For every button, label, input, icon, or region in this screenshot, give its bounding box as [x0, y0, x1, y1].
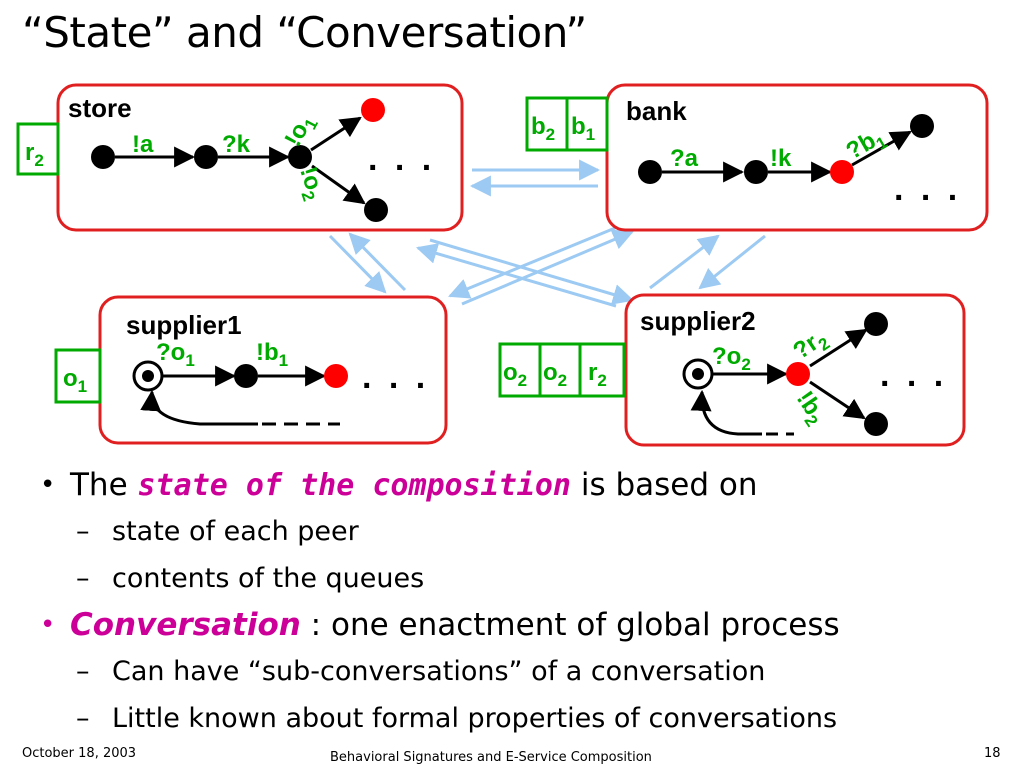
slide-title: “State” and “Conversation”: [22, 8, 587, 57]
state-node: [638, 160, 662, 184]
channel-supplier2-to-bank: [649, 234, 720, 290]
ellipsis: . . .: [362, 358, 429, 396]
channel-store-to-supplier2: [429, 238, 635, 305]
channel-arrows: [328, 159, 766, 308]
state-node-current: [324, 364, 348, 388]
peer-name-bank: bank: [626, 96, 687, 126]
peer-supplier1: supplier1 o1 ?o1 !b1 . . .: [54, 295, 448, 445]
queue-supplier1: o1: [54, 348, 102, 404]
dash-mark: –: [76, 703, 90, 734]
queue-item-b1: b: [571, 113, 586, 140]
bullet-suffix: : one enactment of global process: [300, 607, 840, 643]
sub-bullet-item: –state of each peer: [40, 508, 1010, 555]
state-node: [910, 114, 934, 138]
peer-bank: bank b2 b1 ?a !k ?b1 . . .: [525, 83, 989, 232]
composition-diagram: store r2 !a ?k !o1 !o2 . . . bank b2 b1: [16, 83, 989, 447]
edge-label-s1-o1: ?o1: [156, 339, 195, 370]
bullet-item: • Conversation : one enactment of global …: [40, 602, 1010, 648]
footer-date: October 18, 2003: [22, 746, 137, 761]
svg-text:b2: b2: [531, 113, 555, 144]
queue-item-b2: b: [531, 113, 546, 140]
queue-item-r2: r: [25, 139, 34, 166]
queue-item-r2: r: [588, 359, 597, 386]
dash-mark: –: [76, 563, 90, 594]
dash-mark: –: [76, 656, 90, 687]
state-node: [864, 412, 888, 436]
state-node-current: [830, 160, 854, 184]
channel-bank-to-supplier1: [448, 224, 621, 299]
svg-text:o1: o1: [63, 365, 87, 396]
bullet-list: • The state of the composition is based o…: [40, 462, 1010, 742]
bullet-item: • The state of the composition is based o…: [40, 462, 1010, 508]
queue-bank: b2 b1: [525, 96, 609, 152]
svg-text:r2: r2: [25, 139, 44, 170]
state-node: [234, 364, 258, 388]
footer-title: Behavioral Signatures and E-Service Comp…: [330, 750, 652, 765]
svg-text:r2: r2: [588, 359, 607, 390]
state-node: [364, 198, 388, 222]
edge-label-bank-a: ?a: [670, 145, 699, 172]
sub-bullet-text: state of each peer: [112, 516, 359, 547]
state-node: [744, 160, 768, 184]
queue-store: r2: [16, 122, 60, 176]
ellipsis: . . .: [894, 170, 961, 208]
sub-bullet-item: –Can have “sub-conversations” of a conve…: [40, 648, 1010, 695]
svg-text:o2: o2: [503, 359, 527, 390]
state-node: [91, 145, 115, 169]
peer-name-supplier2: supplier2: [640, 306, 756, 336]
state-node: [864, 312, 888, 336]
ellipsis: . . .: [368, 140, 435, 178]
emphasis-state-of-composition: state of the composition: [137, 468, 571, 503]
queue-item-o1: o: [63, 365, 78, 392]
peer-name-store: store: [68, 93, 132, 123]
bullet-prefix: The: [70, 467, 138, 503]
bullet-suffix: is based on: [571, 467, 758, 503]
channel-supplier1-to-bank: [461, 229, 634, 306]
svg-text:b1: b1: [571, 113, 595, 144]
channel-store-to-supplier1: [328, 234, 387, 294]
edge-label-bank-k: !k: [770, 145, 792, 172]
edge-label-s1-b1: !b1: [256, 339, 288, 370]
ellipsis: . . .: [880, 356, 947, 394]
dash-mark: –: [76, 516, 90, 547]
bullet-mark: •: [40, 470, 56, 500]
sub-bullet-text: contents of the queues: [112, 563, 425, 594]
edge-label-s2-o2: ?o2: [712, 343, 751, 374]
queue-item-o2: o: [503, 359, 518, 386]
state-node-current: [361, 98, 385, 122]
peer-supplier2: supplier2 o2 o2 r2 ?o2 ?r2 !b2 . . .: [498, 293, 966, 447]
state-node: [288, 145, 312, 169]
queue-supplier2: o2 o2 r2: [498, 342, 626, 398]
svg-text:o2: o2: [543, 359, 567, 390]
sub-bullet-text: Can have “sub-conversations” of a conver…: [112, 656, 766, 687]
state-node-current: [786, 362, 810, 386]
channel-bank-to-supplier2: [698, 234, 766, 290]
channel-supplier1-to-store: [348, 232, 407, 292]
edge-label-store-a: !a: [132, 131, 154, 158]
sub-bullet-text: Little known about formal properties of …: [112, 703, 838, 734]
sub-bullet-item: –Little known about formal properties of…: [40, 695, 1010, 742]
emphasis-conversation: Conversation: [70, 607, 301, 643]
queue-item-o2: o: [543, 359, 558, 386]
page-number: 18: [984, 746, 1001, 761]
state-node: [194, 145, 218, 169]
peer-store: store r2 !a ?k !o1 !o2 . . .: [16, 83, 464, 232]
bullet-mark: •: [40, 610, 56, 640]
channel-supplier2-to-store: [415, 243, 617, 308]
edge-label-store-k: ?k: [222, 131, 251, 158]
sub-bullet-item: –contents of the queues: [40, 555, 1010, 602]
peer-name-supplier1: supplier1: [126, 310, 242, 340]
